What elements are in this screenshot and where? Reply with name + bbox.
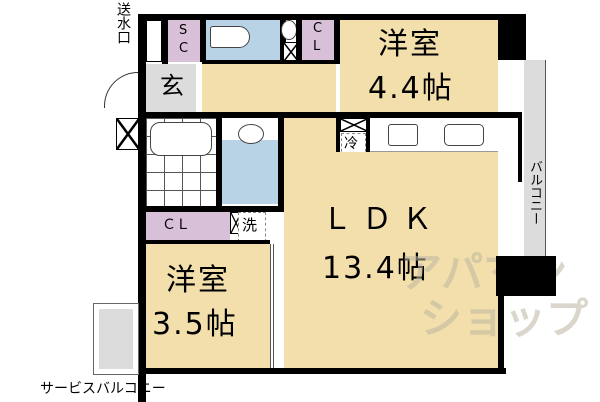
fridge-label: 冷 bbox=[344, 136, 358, 152]
ldk-name: ＬＤＫ bbox=[322, 202, 442, 237]
western-room-1-name: 洋室 bbox=[378, 27, 442, 62]
bathtub-icon bbox=[150, 122, 212, 156]
western-room-2 bbox=[146, 244, 270, 368]
water-outlet-label: 送水口 bbox=[115, 2, 131, 44]
wall bbox=[496, 256, 556, 296]
wall bbox=[334, 14, 340, 64]
wall bbox=[138, 14, 146, 114]
wall bbox=[278, 112, 284, 212]
wall bbox=[518, 112, 522, 182]
wall bbox=[296, 14, 302, 64]
western-room-2-size: 3.5帖 bbox=[152, 307, 238, 342]
closet-bottom-label: ＣＬ bbox=[162, 217, 190, 233]
wall bbox=[146, 206, 284, 212]
closet-bottom bbox=[146, 212, 230, 240]
pipe-space-icon bbox=[340, 118, 368, 132]
wall bbox=[366, 112, 370, 160]
western-room-2-name: 洋室 bbox=[166, 263, 230, 298]
washroom bbox=[222, 140, 278, 204]
wall bbox=[138, 14, 510, 20]
toilet-icon bbox=[210, 26, 250, 48]
balcony bbox=[524, 60, 546, 256]
wall bbox=[162, 14, 168, 64]
wall bbox=[146, 240, 270, 244]
ldk-room bbox=[284, 118, 336, 158]
western-room-1-size: 4.4帖 bbox=[368, 71, 454, 106]
hallway bbox=[202, 64, 336, 112]
counter-side bbox=[498, 118, 518, 258]
shoe-closet bbox=[168, 20, 200, 62]
closet-top-label-2: L bbox=[313, 39, 321, 54]
ldk-size: 13.4帖 bbox=[322, 251, 429, 286]
wall bbox=[498, 14, 526, 60]
ldk-room bbox=[284, 152, 500, 370]
washbasin-icon bbox=[238, 124, 264, 144]
western-room-1 bbox=[340, 20, 498, 112]
wall bbox=[138, 112, 146, 402]
closet-top bbox=[302, 20, 334, 60]
entrance-label: 玄 bbox=[160, 72, 184, 100]
watermark-line2: ショップ bbox=[420, 294, 589, 343]
wall bbox=[498, 290, 504, 370]
wall bbox=[138, 112, 518, 118]
service-balcony-label: サービスバルコニー bbox=[40, 381, 166, 397]
washer-label: 洗 bbox=[242, 216, 258, 234]
wall bbox=[200, 14, 206, 62]
closet-top-label-1: C bbox=[313, 21, 323, 36]
wall bbox=[336, 112, 340, 160]
pipe-shaft bbox=[146, 20, 162, 62]
balcony-label: バルコニー bbox=[527, 160, 542, 225]
shoe-closet-label-2: C bbox=[179, 41, 189, 56]
wall bbox=[216, 112, 222, 212]
shoe-closet-label-1: S bbox=[179, 23, 188, 38]
sink-icon bbox=[281, 20, 297, 40]
wall bbox=[280, 14, 286, 62]
kitchen-sink-icon bbox=[444, 124, 484, 146]
entrance bbox=[146, 64, 196, 112]
stove-icon bbox=[388, 124, 418, 146]
wall bbox=[138, 368, 506, 374]
pipe-space-icon bbox=[116, 118, 140, 150]
entry-door[interactable] bbox=[104, 72, 138, 108]
sliding-door[interactable] bbox=[270, 244, 274, 368]
wall bbox=[202, 60, 338, 64]
service-balcony bbox=[93, 303, 139, 375]
